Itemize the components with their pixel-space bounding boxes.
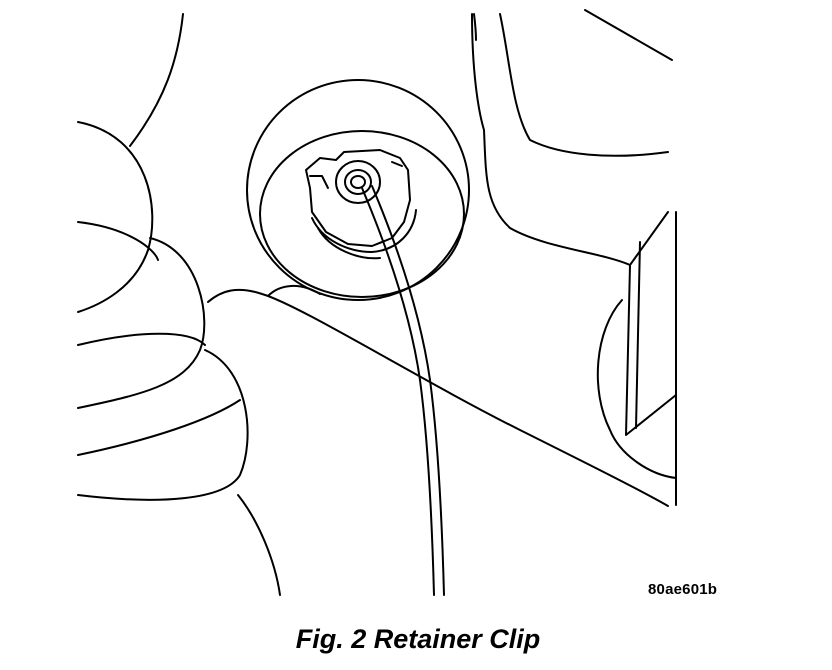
body-contour-upper [129,13,184,147]
socket-bore [246,79,470,301]
left-stacked-blocks [77,121,281,596]
retainer-clip [305,149,417,260]
wire-lead [361,185,445,596]
figure-reference-code: 80ae601b [648,581,718,598]
figure-caption: Fig. 2 Retainer Clip [295,624,541,654]
right-body [471,9,677,506]
